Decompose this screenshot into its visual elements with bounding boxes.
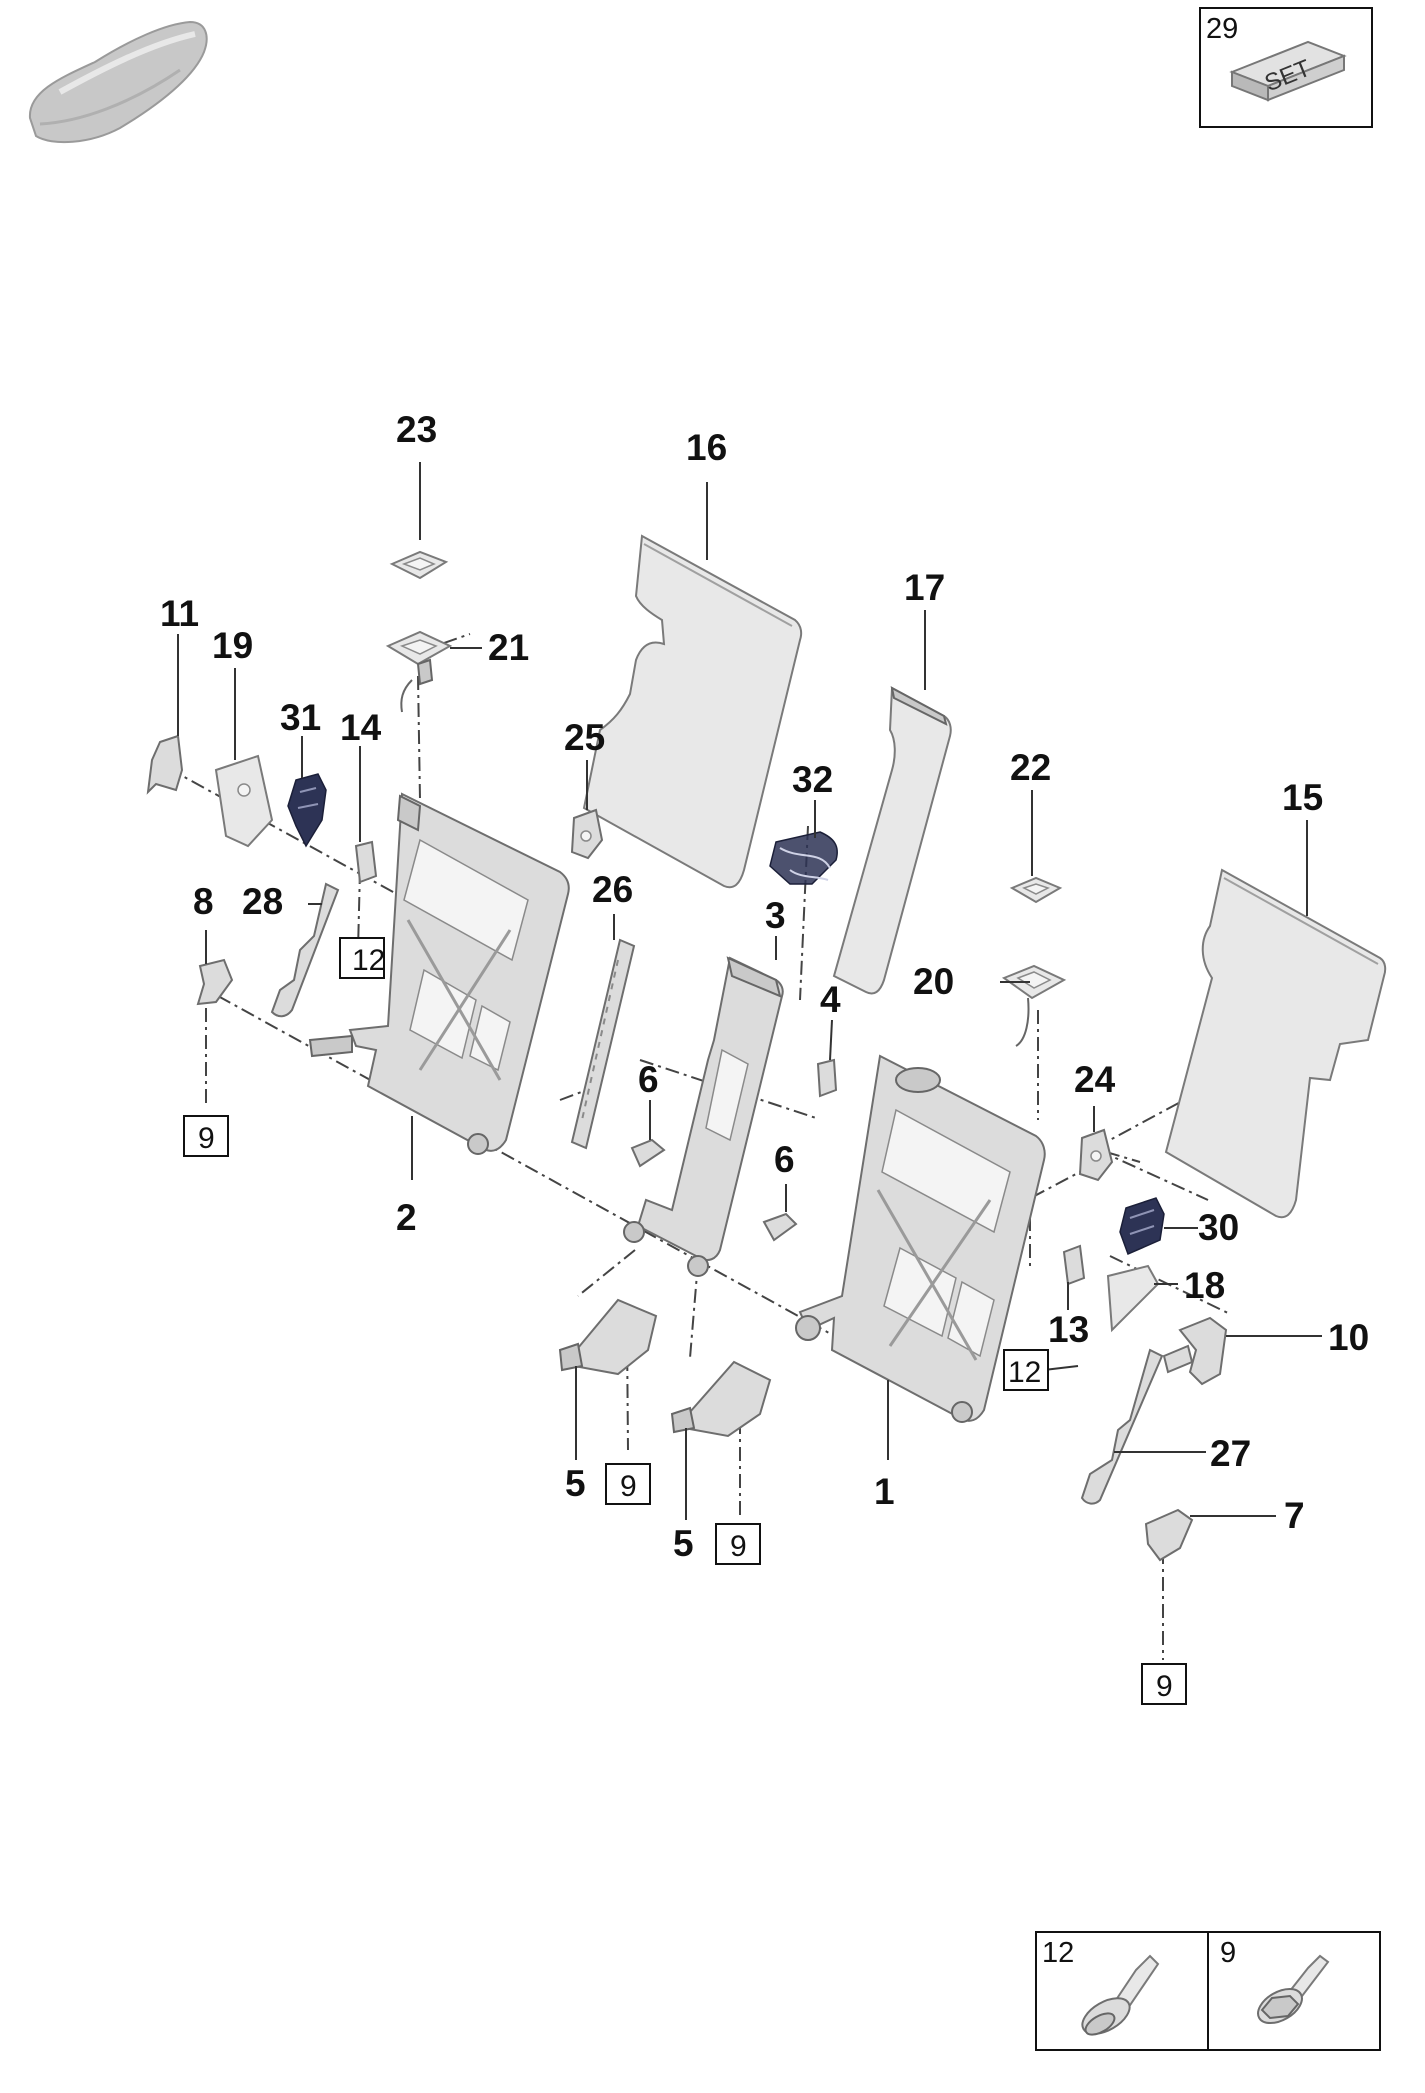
callout-24: 24 bbox=[1074, 1059, 1116, 1100]
part-31-release-latch bbox=[287, 773, 327, 848]
part-24-bracket bbox=[1078, 1128, 1114, 1182]
part-20-headrest-guide-sleeve bbox=[1001, 964, 1067, 1047]
boxed-ref-12-right: 12 bbox=[1008, 1356, 1041, 1389]
part-3-center-frame bbox=[623, 956, 784, 1277]
callout-13: 13 bbox=[1048, 1309, 1089, 1350]
callout-11: 11 bbox=[160, 593, 199, 634]
set-kit-number: 29 bbox=[1206, 13, 1238, 45]
callout-16: 16 bbox=[686, 427, 727, 468]
part-6-clip-b bbox=[762, 1212, 798, 1242]
part-22-headrest-guide bbox=[1009, 876, 1063, 904]
boxed-ref-9-right: 9 bbox=[1156, 1670, 1173, 1703]
callout-4: 4 bbox=[820, 979, 841, 1020]
part-1-backrest-frame bbox=[795, 1054, 1046, 1423]
callout-6-a: 6 bbox=[638, 1059, 659, 1100]
callout-2: 2 bbox=[396, 1197, 417, 1238]
callout-20: 20 bbox=[913, 961, 954, 1002]
callout-30: 30 bbox=[1198, 1207, 1239, 1248]
part-6-clip-a bbox=[630, 1138, 666, 1168]
fastener-legend: 12 9 bbox=[1035, 1931, 1381, 2051]
part-19-cover-plate bbox=[214, 754, 274, 848]
callout-27: 27 bbox=[1210, 1433, 1251, 1474]
set-kit-box: 29 SET bbox=[1199, 7, 1373, 128]
part-12-bolt-icon bbox=[1162, 1344, 1194, 1374]
part-32-cable-assembly bbox=[769, 831, 838, 885]
callout-5-b: 5 bbox=[673, 1523, 694, 1564]
callout-14: 14 bbox=[340, 707, 382, 748]
callout-18: 18 bbox=[1184, 1265, 1225, 1306]
callout-10: 10 bbox=[1328, 1317, 1369, 1358]
bolt-12-icon bbox=[1081, 1954, 1160, 2036]
boxed-ref-9-left: 9 bbox=[198, 1122, 215, 1155]
part-26-rail bbox=[570, 938, 636, 1150]
part-17-center-panel bbox=[832, 686, 952, 995]
callout-32: 32 bbox=[792, 759, 833, 800]
callout-22: 22 bbox=[1010, 747, 1051, 788]
part-5-hinge-b bbox=[670, 1360, 772, 1438]
boxed-ref-9-center-right: 9 bbox=[730, 1530, 747, 1563]
part-16-backrest-panel bbox=[582, 534, 803, 889]
part-2-backrest-frame bbox=[308, 792, 570, 1155]
part-28-rail bbox=[270, 882, 340, 1018]
callout-1: 1 bbox=[874, 1471, 895, 1512]
part-8-hinge-bracket bbox=[196, 958, 234, 1006]
part-11-hinge-bracket bbox=[146, 734, 184, 795]
part-25-bracket bbox=[570, 808, 604, 860]
callout-7: 7 bbox=[1284, 1495, 1305, 1536]
legend-number-12: 12 bbox=[1042, 1937, 1074, 1969]
part-18-cover-plate bbox=[1106, 1264, 1160, 1333]
callout-31: 31 bbox=[280, 697, 321, 738]
callout-15: 15 bbox=[1282, 777, 1323, 818]
callout-28: 28 bbox=[242, 881, 283, 922]
callout-6-b: 6 bbox=[774, 1139, 795, 1180]
boxed-ref-12-left: 12 bbox=[352, 944, 385, 977]
part-15-backrest-panel bbox=[1164, 868, 1387, 1219]
part-30-release-latch bbox=[1119, 1197, 1165, 1256]
legend-number-9: 9 bbox=[1220, 1937, 1236, 1969]
callout-5-a: 5 bbox=[565, 1463, 586, 1504]
callout-25: 25 bbox=[564, 717, 605, 758]
callout-21: 21 bbox=[488, 627, 529, 668]
part-5-hinge-a bbox=[558, 1298, 658, 1376]
part-27-rail bbox=[1080, 1348, 1164, 1505]
callout-8: 8 bbox=[193, 881, 214, 922]
vehicle-thumbnail-icon bbox=[28, 20, 208, 144]
callout-26: 26 bbox=[592, 869, 633, 910]
part-21-headrest-guide-sleeve bbox=[385, 630, 453, 713]
part-13-lock-housing bbox=[1062, 1244, 1086, 1286]
part-23-headrest-guide bbox=[389, 550, 449, 580]
part-7-hinge-bracket bbox=[1144, 1508, 1194, 1562]
callout-23: 23 bbox=[396, 409, 437, 450]
part-14-lock-housing bbox=[354, 840, 378, 884]
boxed-references: 12 9 9 9 12 9 bbox=[183, 937, 1187, 1705]
part-4-clip bbox=[816, 1058, 838, 1098]
callout-labels: 23 16 17 15 11 19 21 31 14 25 32 22 8 28… bbox=[160, 409, 1369, 1564]
leader-lines bbox=[177, 462, 1322, 1520]
callout-17: 17 bbox=[904, 567, 945, 608]
part-10-hinge-bracket bbox=[1178, 1316, 1228, 1386]
bolt-9-icon bbox=[1257, 1954, 1330, 2025]
callout-3: 3 bbox=[765, 895, 786, 936]
callout-19: 19 bbox=[212, 625, 253, 666]
boxed-ref-9-center-left: 9 bbox=[620, 1470, 637, 1503]
